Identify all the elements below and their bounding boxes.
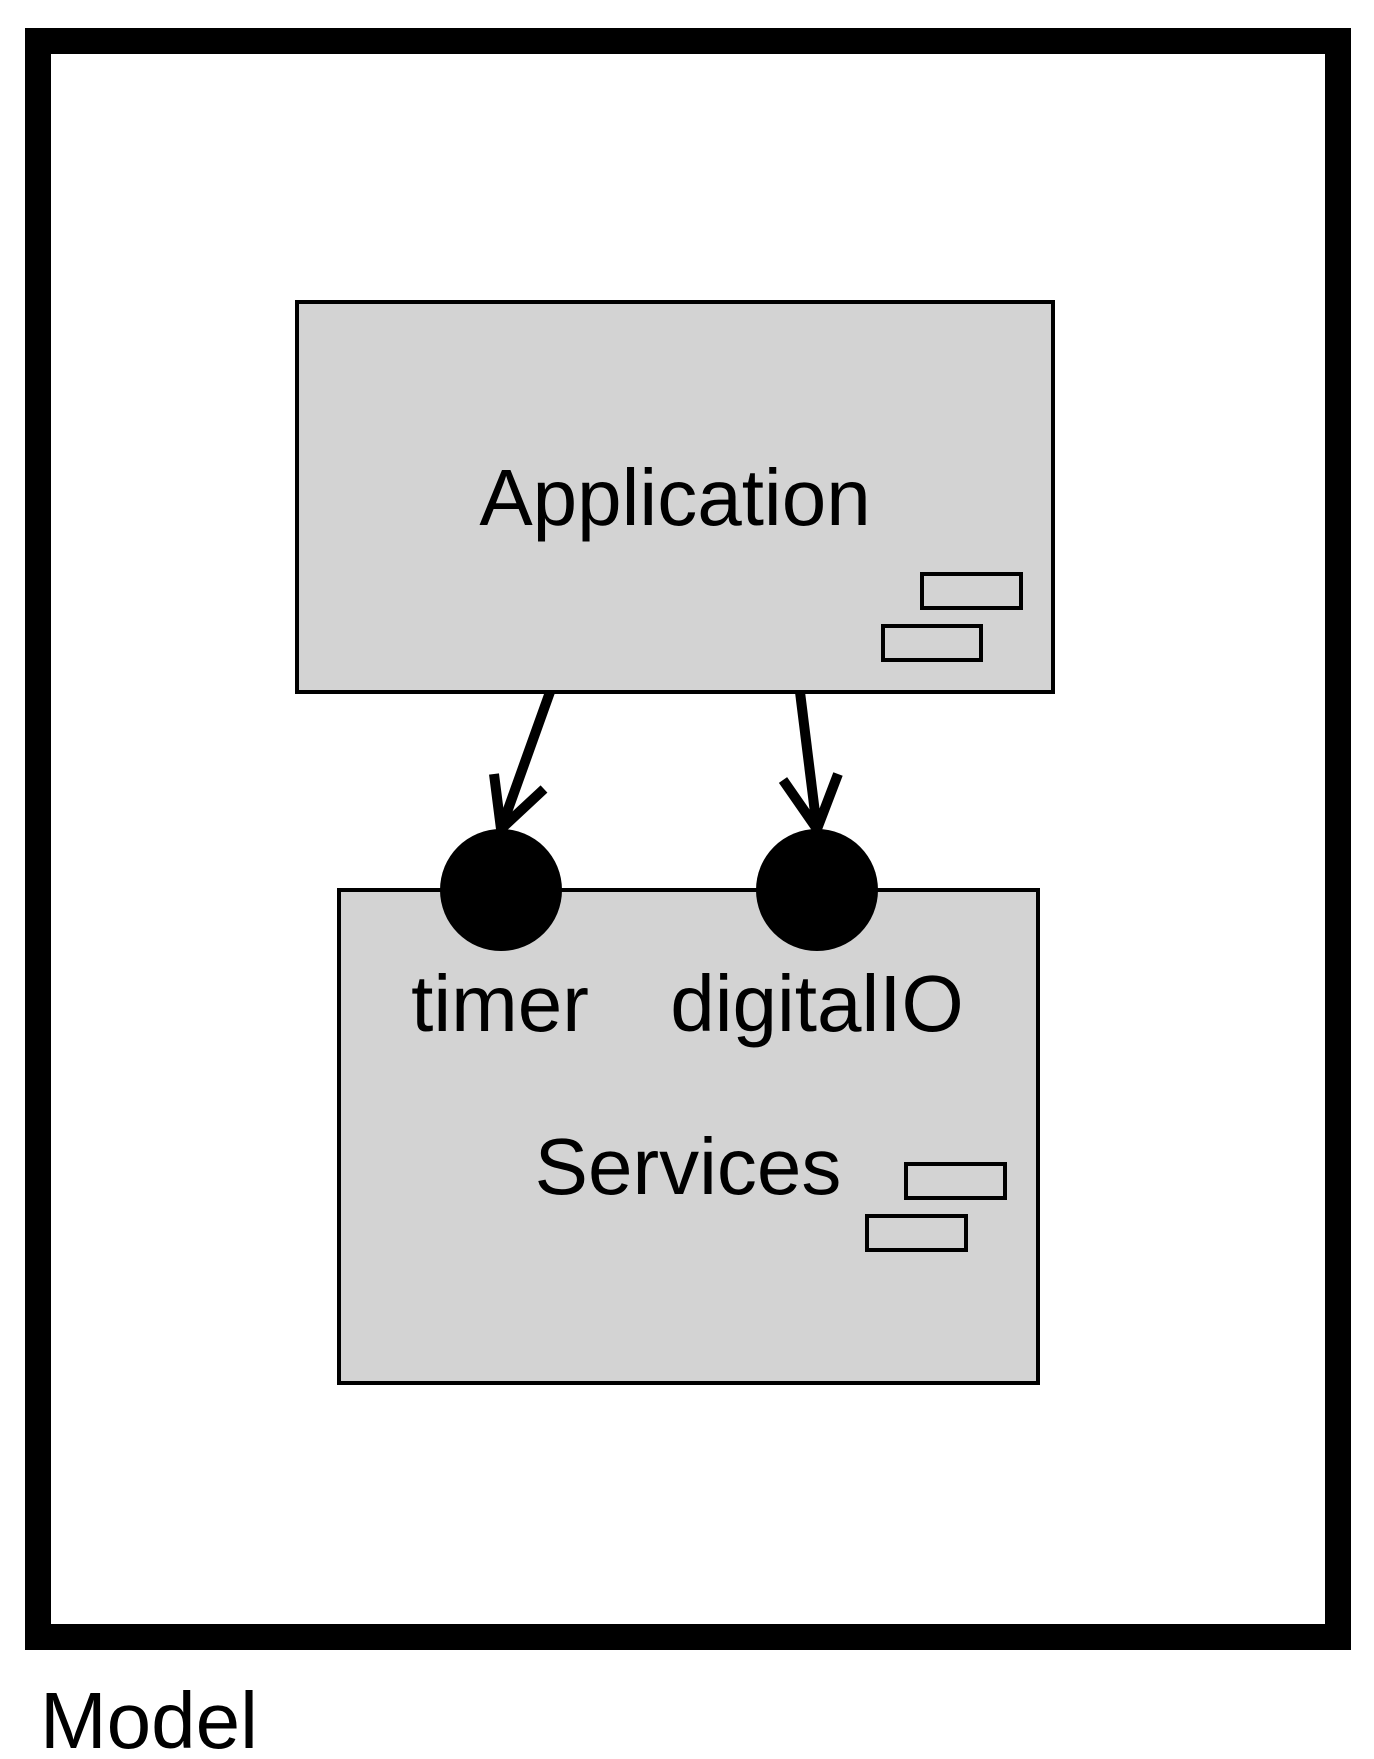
component-icon — [881, 572, 1023, 662]
digitalIO-port-label: digitalIO — [670, 959, 963, 1048]
arrowhead-icon — [489, 773, 548, 840]
services-label: Services — [535, 1122, 842, 1211]
model-label: Model — [40, 1676, 258, 1759]
services-box — [337, 888, 1040, 1385]
port-timer[interactable]: timer — [411, 829, 589, 1048]
timer-port-label: timer — [411, 959, 589, 1048]
port-digitalIO[interactable]: digitalIO — [670, 829, 964, 1048]
connection-application-digitalIO — [778, 691, 843, 840]
timer-port-icon — [440, 829, 562, 951]
arrowhead-icon — [778, 772, 843, 840]
model-frame — [25, 28, 1351, 1650]
application-component[interactable]: Application — [295, 300, 1055, 694]
digitalIO-port-icon — [756, 829, 878, 951]
services-component[interactable]: Services — [337, 888, 1040, 1385]
connection-application-timer — [489, 690, 555, 840]
application-label: Application — [479, 453, 870, 542]
component-icon — [865, 1162, 1007, 1252]
